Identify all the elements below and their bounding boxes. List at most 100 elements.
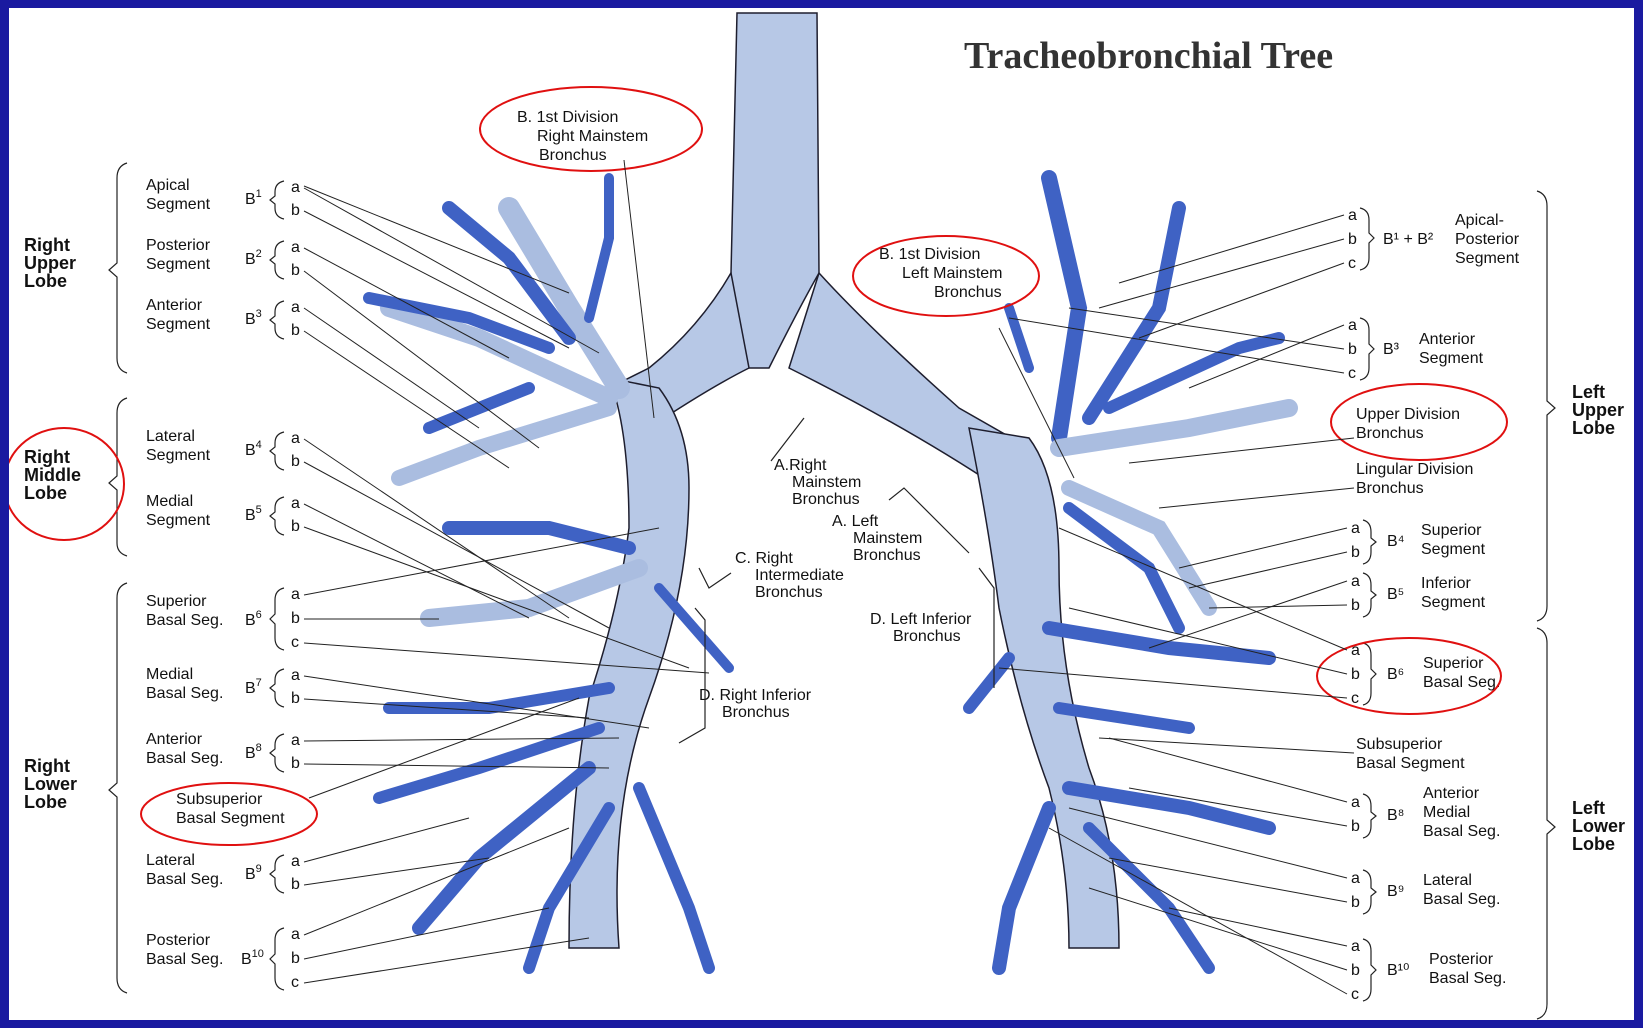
sub-label: a bbox=[291, 430, 300, 447]
sub-label: a bbox=[291, 667, 300, 684]
sub-label: b bbox=[1351, 894, 1360, 911]
tracheobronchial-diagram: Tracheobronchial Tree bbox=[9, 8, 1634, 1020]
sub-label: b bbox=[1351, 818, 1360, 835]
sub-label: a bbox=[291, 179, 300, 196]
left-segment-code: B⁶ bbox=[1387, 666, 1404, 683]
left-segment-code: B⁹ bbox=[1387, 883, 1405, 900]
sub-label: a bbox=[1348, 207, 1357, 224]
lingular-division-label: Lingular DivisionBronchus bbox=[1356, 461, 1473, 497]
sub-label: c bbox=[1351, 986, 1359, 1003]
sub-label: a bbox=[291, 732, 300, 749]
right-segment-code: B6 bbox=[245, 609, 262, 629]
left-lower-brace bbox=[1537, 628, 1555, 1019]
sub-label: a bbox=[291, 853, 300, 870]
sub-label: a bbox=[1351, 870, 1360, 887]
sub-label: b bbox=[291, 755, 300, 772]
right-lower-brace bbox=[109, 583, 127, 993]
right-segment-name: ApicalSegment bbox=[146, 177, 211, 213]
sub-label: a bbox=[1351, 520, 1360, 537]
left-segment-code: B⁸ bbox=[1387, 807, 1404, 824]
sub-label: b bbox=[291, 690, 300, 707]
sub-label: b bbox=[291, 610, 300, 627]
right-segment-code: B3 bbox=[245, 308, 262, 328]
sub-label: b bbox=[291, 518, 300, 535]
sub-label: a bbox=[1348, 317, 1357, 334]
left-first-division-label: B. 1st DivisionLeft MainstemBronchus bbox=[879, 246, 1002, 301]
sub-label: a bbox=[291, 495, 300, 512]
sub-label: a bbox=[1351, 794, 1360, 811]
sub-label: a bbox=[1351, 573, 1360, 590]
left-segment-code: B⁵ bbox=[1387, 586, 1404, 603]
sub-label: b bbox=[291, 322, 300, 339]
sub-label: c bbox=[291, 634, 299, 651]
sub-label: c bbox=[291, 974, 299, 991]
right-segment-code: B2 bbox=[245, 248, 262, 268]
left-segment-code: B¹⁰ bbox=[1387, 962, 1409, 979]
left-segment-code: B¹ + B² bbox=[1383, 231, 1434, 248]
sub-label: a bbox=[1351, 938, 1360, 955]
sub-label: b bbox=[1351, 544, 1360, 561]
sub-label: b bbox=[291, 950, 300, 967]
diagram-canvas: Tracheobronchial Tree bbox=[9, 8, 1634, 1020]
sub-label: b bbox=[1351, 666, 1360, 683]
left-upper-lobe-label: LeftUpperLobe bbox=[1572, 382, 1624, 438]
sub-label: b bbox=[1351, 597, 1360, 614]
right-segment-code: B7 bbox=[245, 677, 262, 697]
left-segment-name: SuperiorSegment bbox=[1421, 522, 1486, 558]
left-lobe-braces bbox=[1537, 191, 1555, 1019]
sub-label: b bbox=[1348, 231, 1357, 248]
sub-label: c bbox=[1348, 255, 1356, 272]
sub-label: b bbox=[1351, 962, 1360, 979]
sub-label: c bbox=[1348, 365, 1356, 382]
right-lobe-braces bbox=[109, 163, 127, 993]
right-segment-code: B4 bbox=[245, 439, 262, 459]
right-segment-code: B10 bbox=[241, 948, 264, 968]
left-segment-name: LateralBasal Seg. bbox=[1423, 872, 1500, 908]
left-segment-code: B³ bbox=[1383, 341, 1400, 358]
sub-label: b bbox=[291, 202, 300, 219]
sub-label: a bbox=[291, 586, 300, 603]
sub-label: a bbox=[291, 299, 300, 316]
sub-label: b bbox=[291, 262, 300, 279]
sub-label: b bbox=[291, 453, 300, 470]
right-first-division-label: B. 1st DivisionRight MainstemBronchus bbox=[517, 109, 648, 164]
sub-label: c bbox=[1351, 690, 1359, 707]
diagram-title: Tracheobronchial Tree bbox=[964, 35, 1333, 77]
left-segment-code: B⁴ bbox=[1387, 533, 1405, 550]
sub-label: a bbox=[291, 926, 300, 943]
right-segment-code: B1 bbox=[245, 188, 262, 208]
sub-label: a bbox=[291, 239, 300, 256]
right-upper-brace bbox=[109, 163, 127, 373]
right-segment-code: B5 bbox=[245, 504, 262, 524]
right-segment-name: MedialBasal Seg. bbox=[146, 666, 223, 702]
sub-label: b bbox=[291, 876, 300, 893]
right-segment-code: B9 bbox=[245, 863, 262, 883]
left-segment-name: AnteriorMedialBasal Seg. bbox=[1423, 785, 1500, 840]
